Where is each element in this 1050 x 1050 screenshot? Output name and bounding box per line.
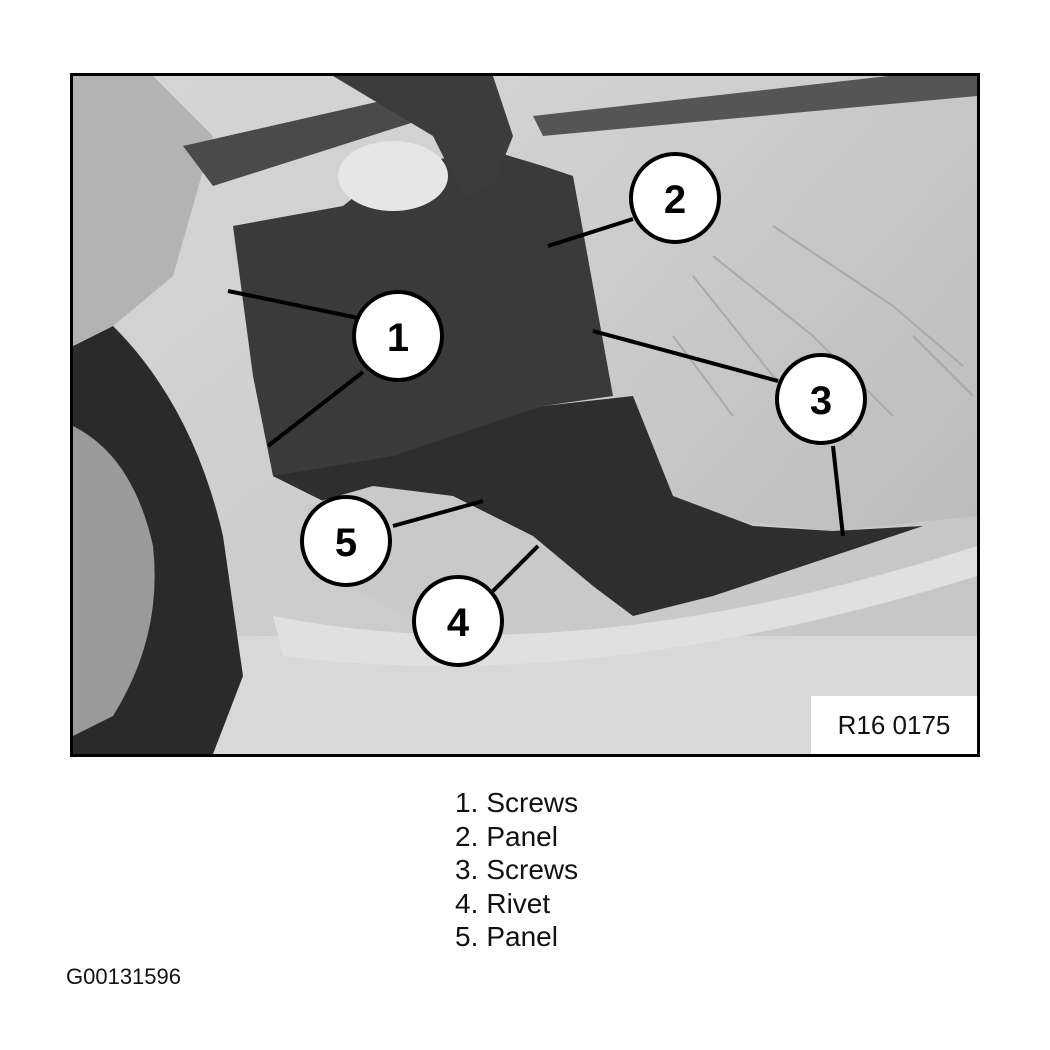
callout-leaders: [227, 217, 845, 593]
legend-number: 1.: [455, 787, 479, 818]
legend-item: 4.Rivet: [455, 887, 578, 921]
figure-code: R16 0175: [811, 696, 977, 754]
document-id: G00131596: [66, 964, 181, 989]
callout-5-label: 5: [335, 521, 357, 565]
legend-label: Rivet: [486, 887, 551, 919]
legend-item: 3.Screws: [455, 853, 578, 887]
callout-2: 2: [629, 152, 721, 244]
legend-number: 5.: [455, 921, 479, 952]
strut-mount: [333, 76, 513, 196]
legend-label: Screws: [486, 854, 579, 885]
legend-item: 2.Panel: [455, 820, 578, 854]
lower-panel: [273, 396, 923, 616]
legend-item: 5.Panel: [455, 920, 578, 954]
callout-3: 3: [775, 353, 867, 445]
callout-1-label: 1: [387, 316, 409, 360]
reservoir-cap: [338, 141, 448, 211]
stabilizer-bar: [533, 76, 977, 136]
callout-1: 1: [352, 290, 444, 382]
callout-4-label: 4: [447, 601, 470, 645]
callout-5: 5: [300, 495, 392, 587]
photo-figure: 1 2 3 4 5 R16 0175: [70, 73, 980, 757]
legend-number: 2.: [455, 820, 479, 852]
legend-number: 3.: [455, 854, 479, 885]
legend-item: 1.Screws: [455, 786, 578, 820]
wheel-rim: [73, 426, 155, 736]
legend-label: Panel: [486, 921, 558, 952]
callout-3-label: 3: [810, 379, 832, 423]
legend-number: 4.: [455, 887, 479, 919]
legend-label: Panel: [486, 820, 558, 852]
underbody-photo: 1 2 3 4 5: [73, 76, 977, 754]
callout-4: 4: [412, 575, 504, 667]
legend: 1.Screws 2.Panel 3.Screws 4.Rivet 5.Pane…: [455, 786, 578, 954]
suspension-arm: [183, 96, 433, 186]
fender-liner: [73, 76, 213, 346]
callout-2-label: 2: [664, 178, 686, 222]
legend-label: Screws: [486, 787, 579, 818]
